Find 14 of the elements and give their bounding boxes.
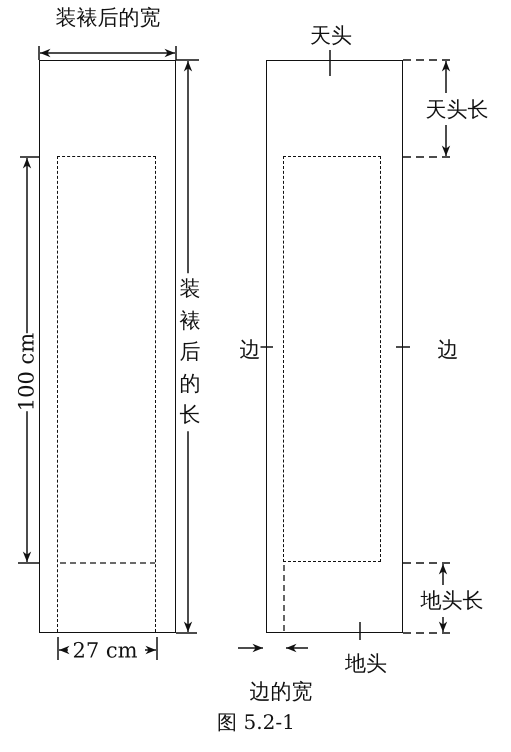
- part-label: 天头: [310, 26, 352, 46]
- part-label: 边: [438, 340, 458, 360]
- dimension-label: 装裱后的长: [179, 273, 201, 431]
- scroll-outline: [39, 60, 176, 633]
- dimension-label: 边的宽: [250, 682, 312, 702]
- dimension-label: 装裱后的宽: [56, 8, 160, 28]
- picture-area: [283, 156, 382, 562]
- picture-area: [57, 156, 156, 632]
- caption: 图 5.2-1: [217, 712, 295, 732]
- part-label: 边: [240, 340, 260, 360]
- dimension-label: 地头长: [420, 590, 484, 612]
- scroll-outline: [266, 60, 403, 633]
- dimension-label: 天头长: [426, 100, 488, 120]
- part-label: 地头: [345, 654, 387, 674]
